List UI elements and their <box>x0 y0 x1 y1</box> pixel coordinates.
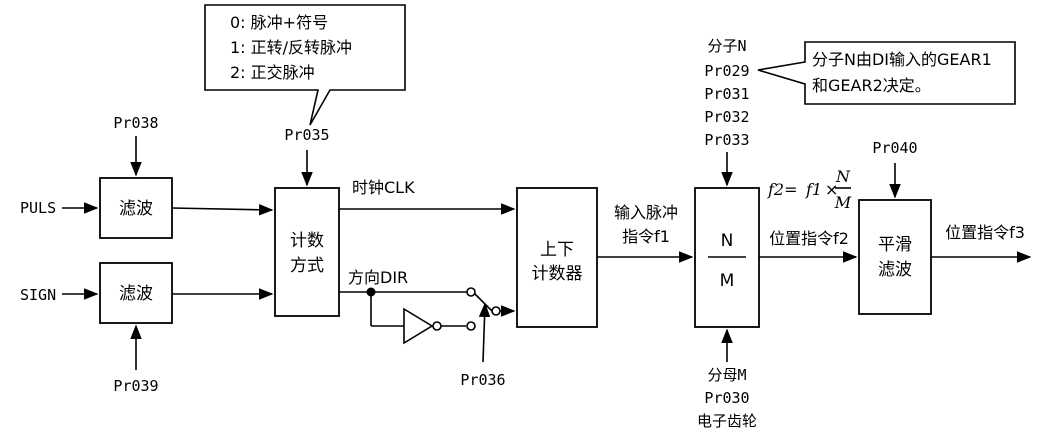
gear-m-label: M <box>720 271 735 291</box>
signal-f1-line-1: 指令f1 <box>622 227 670 246</box>
count-mode-line-0: 计数 <box>290 231 324 251</box>
input-puls-label: PULS <box>20 199 56 217</box>
formula-lhs: f2= <box>767 180 798 199</box>
updown-counter-box <box>516 187 598 328</box>
signal-f2-label: 位置指令f2 <box>769 229 849 248</box>
numerator-line-3: Pr032 <box>704 108 749 126</box>
gear-formula: f2= f1 × N M <box>767 167 852 212</box>
inverter-gate <box>403 307 434 345</box>
signal-f1-line-0: 输入脉冲 <box>614 203 678 222</box>
signal-f3-label: 位置指令f3 <box>945 223 1025 242</box>
signal-clock-label: 时钟CLK <box>352 178 415 197</box>
gear-n-label: N <box>721 231 734 251</box>
filter-box-2 <box>99 262 173 324</box>
param-pr039: Pr039 <box>113 377 158 395</box>
counter-line-0: 上下 <box>540 240 574 260</box>
numerator-line-2: Pr031 <box>704 85 749 103</box>
numerator-line-1: Pr029 <box>704 62 749 80</box>
formula-times: × <box>825 180 838 199</box>
smooth-filter-box <box>858 199 932 315</box>
callout-gear: 分子N由DI输入的GEAR1 和GEAR2决定。 <box>757 41 1016 105</box>
counter-line-1: 计数器 <box>532 264 583 284</box>
numerator-line-4: Pr033 <box>704 131 749 149</box>
formula-den: M <box>834 193 852 212</box>
callout-gear-line-1: 和GEAR2决定。 <box>812 76 931 95</box>
smooth-line-0: 平滑 <box>878 235 912 255</box>
param-pr040: Pr040 <box>872 139 917 157</box>
denominator-line-1: Pr030 <box>704 389 749 407</box>
smooth-line-1: 滤波 <box>878 260 912 280</box>
denominator-line-0: 分母M <box>707 366 746 384</box>
param-pr036: Pr036 <box>460 371 505 389</box>
count-mode-box <box>274 187 340 317</box>
callout-gear-line-0: 分子N由DI输入的GEAR1 <box>812 50 992 69</box>
formula-num: N <box>835 167 851 186</box>
arrow-pr036 <box>478 302 491 363</box>
callout-mode-line-0: 0: 脉冲+符号 <box>230 13 328 32</box>
signal-direction-label: 方向DIR <box>348 268 408 287</box>
numerator-line-0: 分子N <box>707 37 746 55</box>
callout-mode-line-1: 1: 正转/反转脉冲 <box>230 38 352 57</box>
filter-2-label: 滤波 <box>119 284 153 304</box>
arrow-filter1-to-count <box>171 203 274 216</box>
formula-f1: f1 <box>805 180 822 199</box>
input-sign-label: SIGN <box>20 286 56 304</box>
switch-contact-a <box>466 287 476 297</box>
filter-1-label: 滤波 <box>119 199 153 219</box>
callout-mode-line-2: 2: 正交脉冲 <box>230 63 315 82</box>
denominator-line-2: 电子齿轮 <box>697 412 757 430</box>
param-pr035: Pr035 <box>284 126 329 144</box>
count-mode-line-1: 方式 <box>290 256 324 276</box>
switch-pivot <box>491 306 501 316</box>
switch-contact-b <box>466 321 476 331</box>
callout-count-mode: 0: 脉冲+符号 1: 正转/反转脉冲 2: 正交脉冲 <box>204 4 406 126</box>
switch-lever <box>474 293 493 312</box>
param-pr038: Pr038 <box>113 114 158 132</box>
inverter-bubble <box>432 321 442 331</box>
